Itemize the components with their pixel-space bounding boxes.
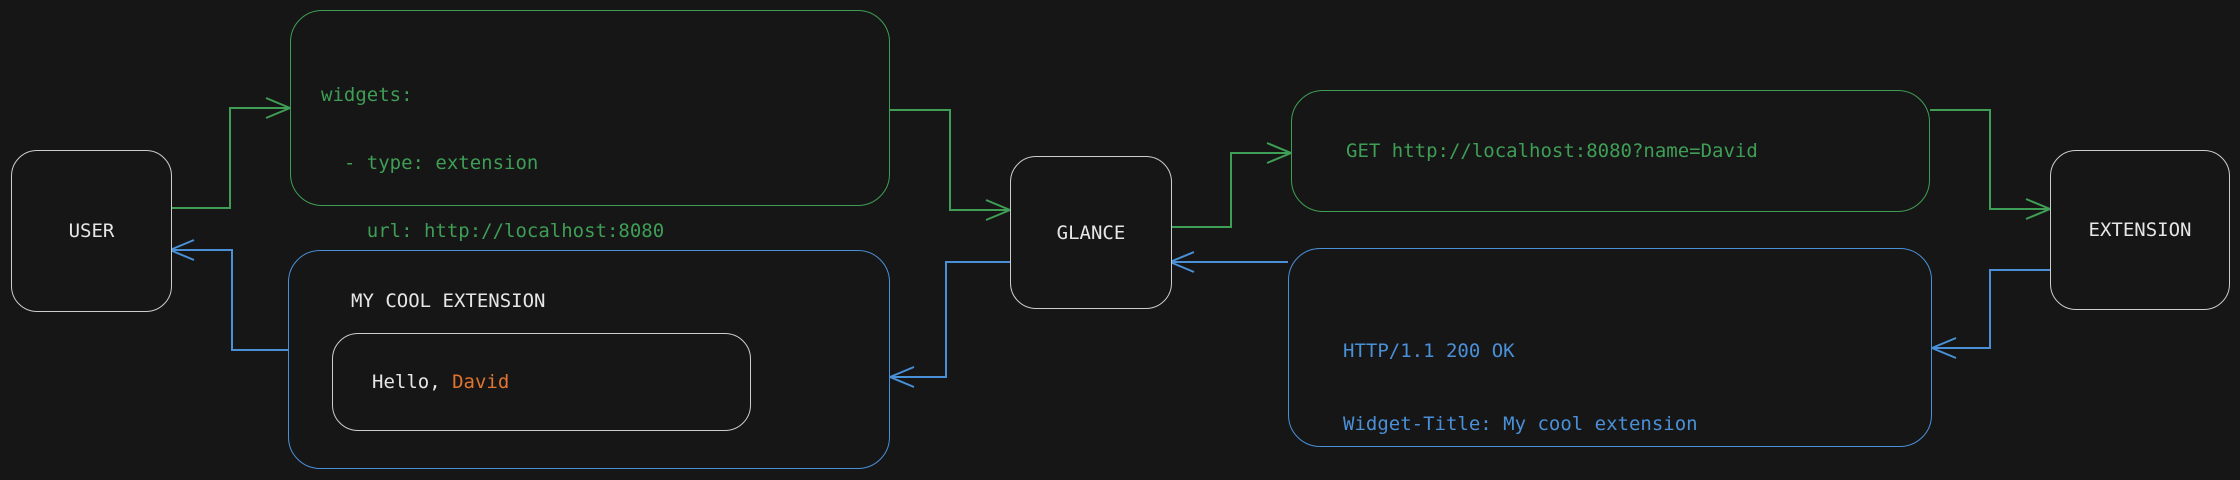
glance-node: GLANCE [1010, 156, 1172, 309]
glance-node-label: GLANCE [1056, 221, 1126, 244]
extension-node: EXTENSION [2050, 150, 2230, 310]
greeting-name: David [452, 371, 510, 393]
http-request-line: GET http://localhost:8080?name=David [1346, 140, 1758, 162]
widget-greeting-card: Hello, David [332, 333, 751, 431]
yaml-config-block: widgets: - type: extension url: http://l… [290, 10, 890, 446]
arrow-extension-to-response [1929, 269, 2050, 359]
yaml-config-line: url: http://localhost:8080 [321, 220, 665, 242]
greeting-prefix: Hello, [372, 371, 453, 393]
arrow-glance-to-widget [887, 261, 1010, 388]
arrow-config-to-glance [890, 109, 1013, 221]
http-response-line: Widget-Title: My cool extension [1343, 413, 1698, 435]
arrow-user-to-config [170, 97, 293, 209]
user-node-label: USER [68, 220, 115, 242]
http-response-block: HTTP/1.1 200 OK Widget-Title: My cool ex… [1288, 248, 1932, 447]
user-node: USER [11, 150, 172, 312]
http-response-line: HTTP/1.1 200 OK [1343, 340, 1515, 362]
http-request-block: GET http://localhost:8080?name=David [1291, 90, 1930, 212]
arrow-widget-to-user [167, 239, 288, 351]
yaml-config-line: widgets: [321, 84, 413, 106]
arrow-response-to-glance [1167, 251, 1288, 273]
widget-preview-title: MY COOL EXTENSION [351, 290, 546, 312]
widget-preview-block: MY COOL EXTENSION Hello, David [288, 250, 890, 469]
extension-node-label: EXTENSION [2088, 219, 2192, 241]
yaml-config-line: - type: extension [321, 152, 539, 174]
arrow-glance-to-request [1170, 142, 1294, 228]
arrow-request-to-extension [1930, 109, 2053, 220]
